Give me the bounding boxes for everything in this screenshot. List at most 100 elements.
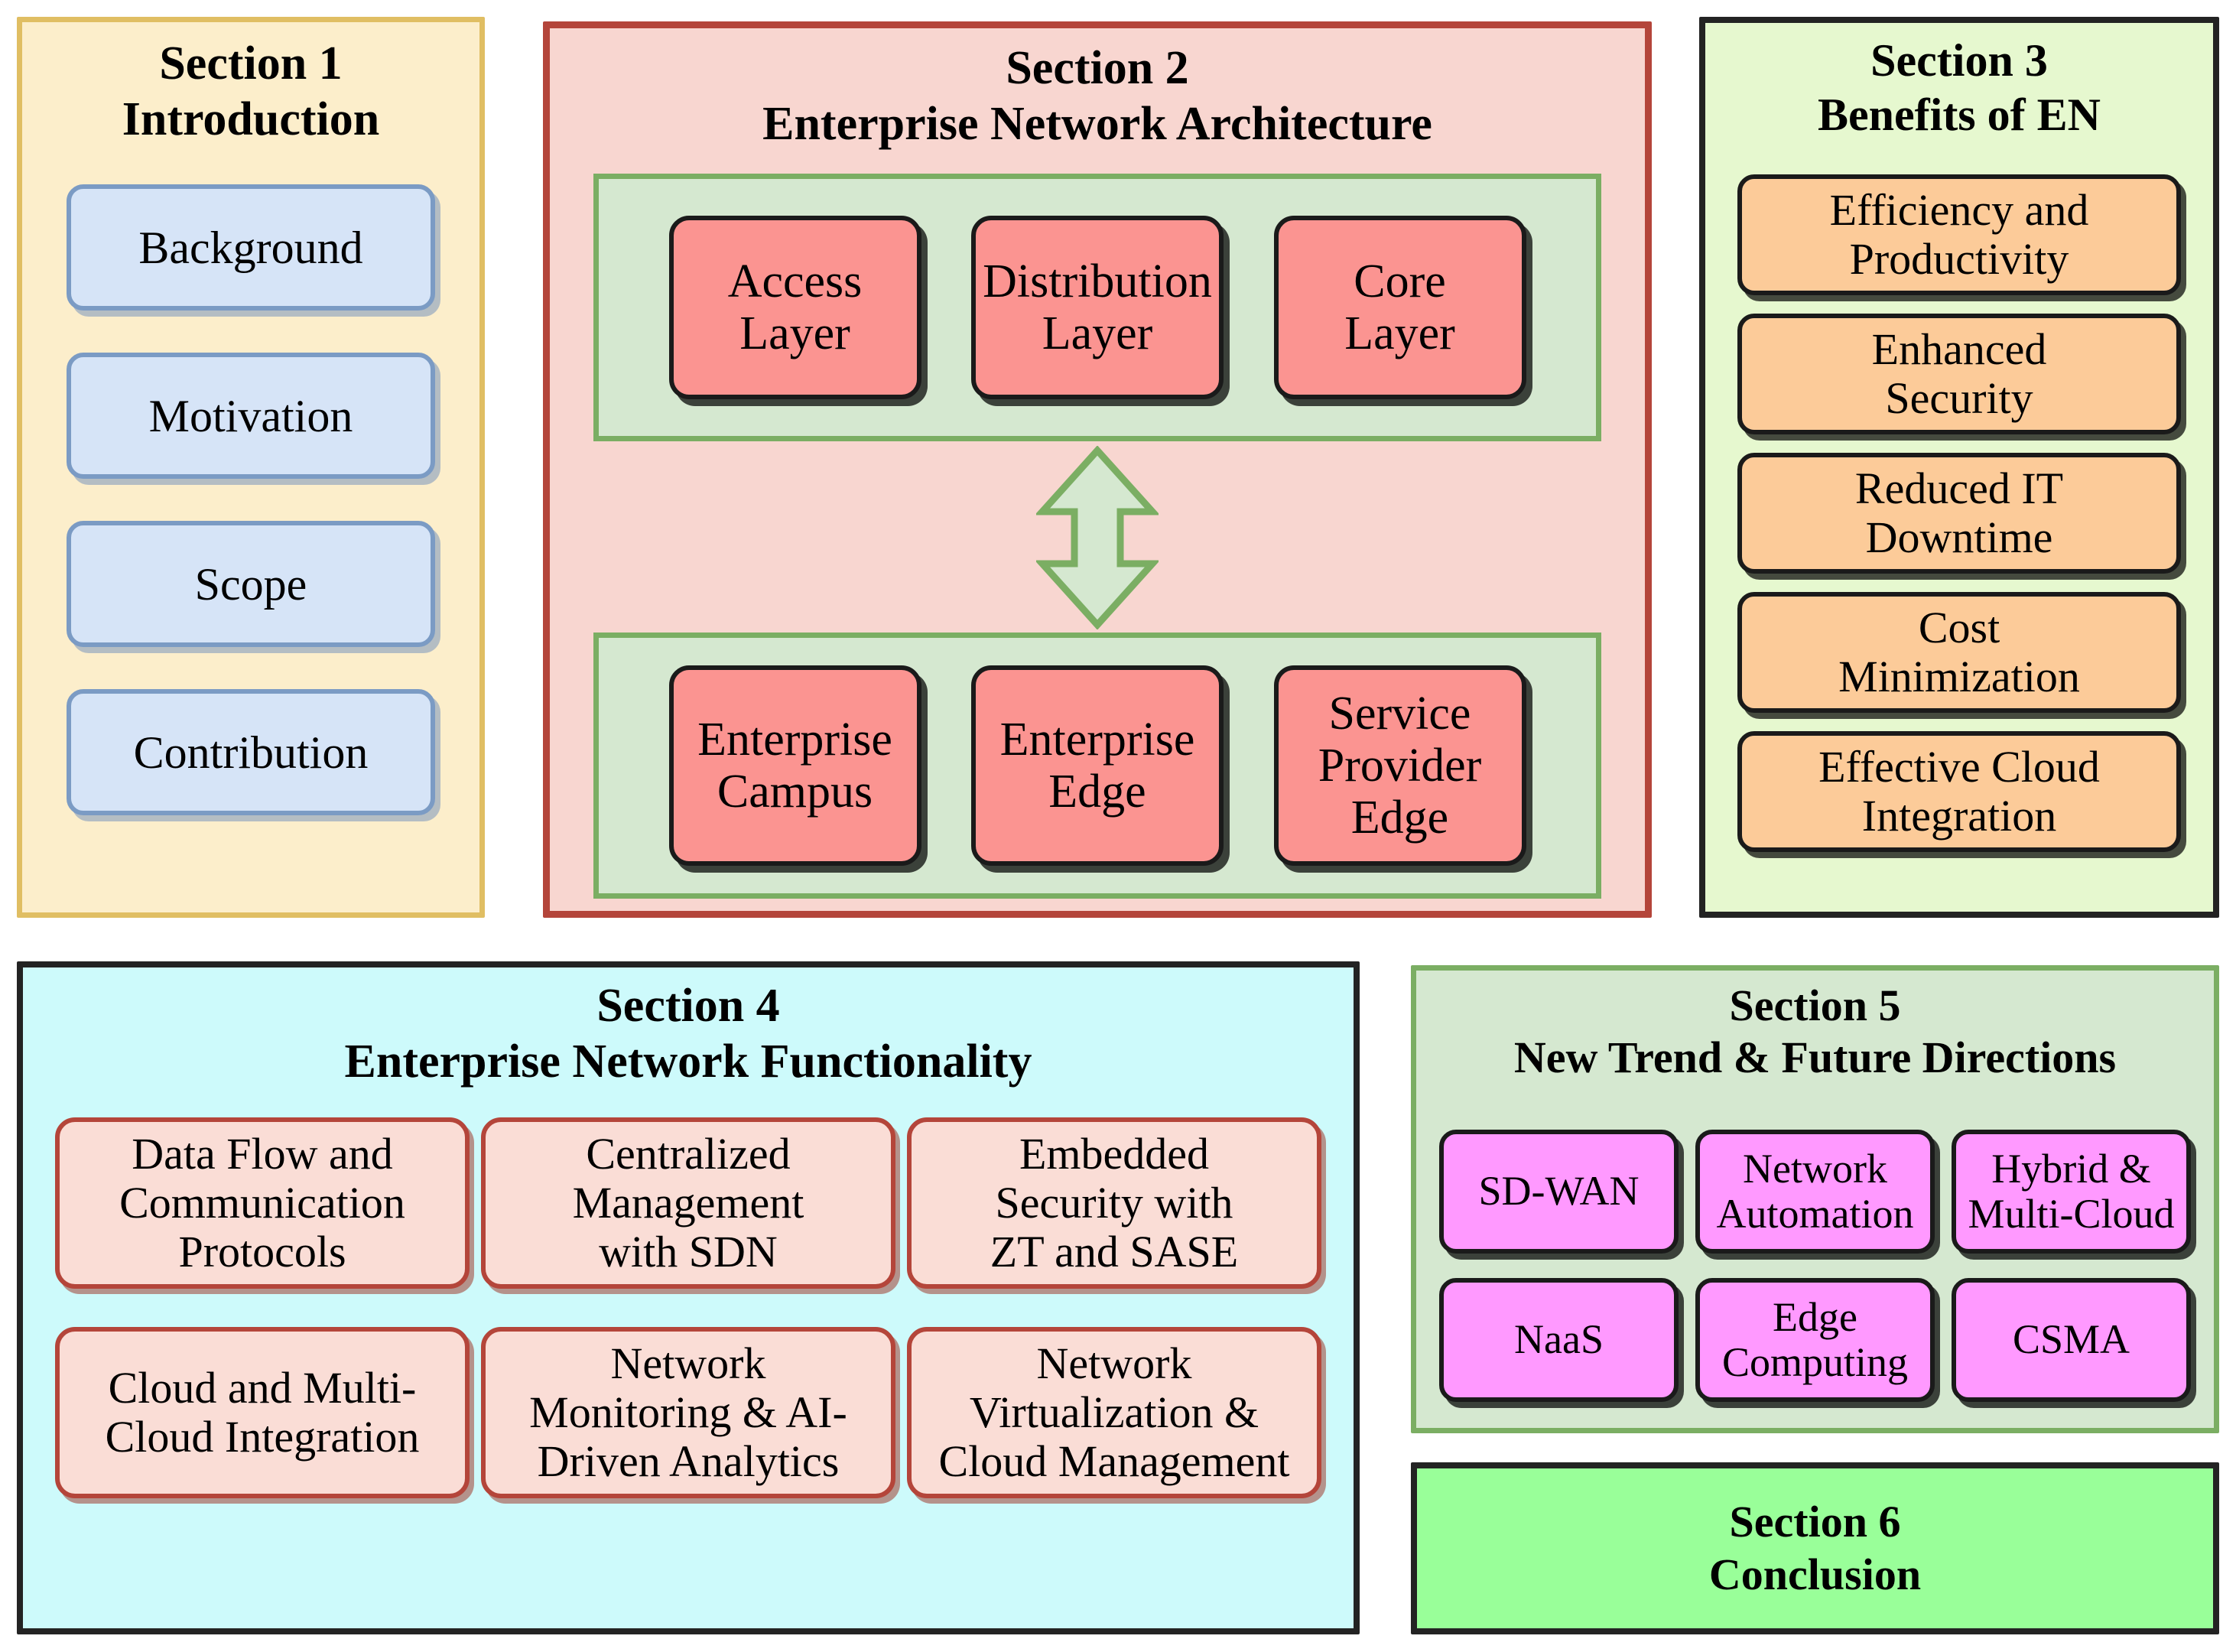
section-5-item-csma[interactable]: CSMA [1952,1278,2191,1402]
section-1-item-list: Background Motivation Scope Contribution [67,184,435,815]
chip-line-2: Provider [1318,739,1482,792]
chip-line-1: Embedded [1019,1129,1209,1179]
section-4-row-1: Data Flow and Communication Protocols Ce… [55,1117,1321,1289]
chip-line-1: Distribution [983,255,1212,307]
section-5-item-naas[interactable]: NaaS [1439,1278,1679,1402]
section-5-row-1: SD-WAN Network Automation Hybrid & Multi… [1439,1130,2191,1254]
section-2-layer-group: Access Layer Distribution Layer Core Lay… [593,174,1601,441]
section-5-subheading: New Trend & Future Directions [1513,1032,2117,1083]
chip-line-2: Downtime [1865,512,2053,562]
section-3-title: Section 3 Benefits of EN [1705,34,2213,142]
chip-line-3: Edge [1350,792,1449,844]
section-1-item-motivation[interactable]: Motivation [67,353,435,479]
chip-line-3: Driven Analytics [537,1436,840,1486]
section-4-item-centralized-management-sdn[interactable]: Centralized Management with SDN [481,1117,895,1289]
section-1-item-scope[interactable]: Scope [67,521,435,647]
section-2-chip-access-layer[interactable]: Access Layer [668,216,921,399]
section-1-title: Section 1 Introduction [22,36,479,148]
section-3-subheading: Benefits of EN [1818,89,2101,140]
section-4-row-2: Cloud and Multi- Cloud Integration Netwo… [55,1327,1321,1498]
chip-line-2: Communication [119,1178,405,1228]
chip-line-1: Cloud and Multi- [108,1363,417,1413]
chip-line-2: Minimization [1838,652,2080,701]
section-5-item-edge-computing[interactable]: Edge Computing [1695,1278,1935,1402]
section-2-subheading: Enterprise Network Architecture [762,98,1432,151]
chip-line-1: Data Flow and [132,1129,393,1179]
section-5-row-2: NaaS Edge Computing CSMA [1439,1278,2191,1402]
chip-line-3: with SDN [599,1226,778,1276]
section-3-item-reduced-it-downtime[interactable]: Reduced IT Downtime [1737,453,2181,574]
chip-line-2: Campus [717,766,873,818]
section-4-item-network-monitoring-ai-analytics[interactable]: Network Monitoring & AI- Driven Analytic… [481,1327,895,1498]
chip-line-2: Monitoring & AI- [529,1387,847,1438]
section-2-title: Section 2 Enterprise Network Architectur… [550,41,1645,152]
section-2-connector [550,445,1645,630]
section-1-subheading: Introduction [122,93,380,146]
chip-line-2: Security with [995,1178,1233,1228]
section-1-item-background[interactable]: Background [67,184,435,311]
section-3-item-effective-cloud-integration[interactable]: Effective Cloud Integration [1737,731,2181,852]
chip-line-1: Centralized [586,1129,791,1179]
chip-line-3: ZT and SASE [990,1226,1239,1276]
chip-line-2: Cloud Integration [105,1412,420,1462]
section-2-chip-distribution-layer[interactable]: Distribution Layer [971,216,1224,399]
section-2-domain-row: Enterprise Campus Enterprise Edge Servic… [599,638,1596,893]
chip-line-3: Protocols [178,1226,346,1276]
chip-line-2: Layer [1344,307,1455,359]
double-headed-vertical-arrow-icon [1036,446,1159,629]
chip-line-1: Enterprise [999,713,1195,766]
chip-line-1: Hybrid & [1991,1145,2151,1192]
section-4-item-network-virtualization-cloud-management[interactable]: Network Virtualization & Cloud Managemen… [907,1327,1321,1498]
section-6-heading: Section 6 [1729,1497,1901,1547]
section-4-item-embedded-security-zt-sase[interactable]: Embedded Security with ZT and SASE [907,1117,1321,1289]
chip-line-1: Core [1354,255,1446,307]
chip-line-2: Layer [1042,307,1153,359]
section-1-introduction-panel: Section 1 Introduction Background Motiva… [17,17,485,918]
section-3-item-efficiency-productivity[interactable]: Efficiency and Productivity [1737,174,2181,295]
section-5-item-grid: SD-WAN Network Automation Hybrid & Multi… [1439,1130,2191,1402]
chip-line-2: Integration [1861,791,2057,841]
chip-line-1: NaaS [1514,1316,1604,1363]
section-4-subheading: Enterprise Network Functionality [344,1036,1032,1088]
section-4-item-grid: Data Flow and Communication Protocols Ce… [55,1117,1321,1498]
section-5-trends-panel: Section 5 New Trend & Future Directions … [1411,965,2219,1433]
chip-line-1: Efficiency and [1829,185,2089,236]
section-4-item-cloud-multicloud-integration[interactable]: Cloud and Multi- Cloud Integration [55,1327,470,1498]
section-3-item-list: Efficiency and Productivity Enhanced Sec… [1737,174,2181,852]
chip-line-1: SD-WAN [1478,1168,1640,1215]
section-4-heading: Section 4 [596,980,780,1032]
chip-line-1: Access [727,255,863,307]
section-4-item-data-flow-protocols[interactable]: Data Flow and Communication Protocols [55,1117,470,1289]
section-5-item-hybrid-multi-cloud[interactable]: Hybrid & Multi-Cloud [1952,1130,2191,1254]
chip-line-2: Automation [1716,1191,1914,1237]
section-2-chip-service-provider-edge[interactable]: Service Provider Edge [1273,665,1526,866]
section-3-benefits-panel: Section 3 Benefits of EN Efficiency and … [1699,17,2219,918]
chip-line-1: Network [1036,1338,1192,1389]
chip-line-2: Management [572,1178,804,1228]
section-3-item-cost-minimization[interactable]: Cost Minimization [1737,592,2181,713]
chip-line-2: Multi-Cloud [1968,1191,2175,1237]
chip-line-1: Service [1328,687,1471,740]
chip-line-1: CSMA [2012,1316,2130,1363]
chip-line-2: Productivity [1849,234,2069,284]
chip-line-1: Network [1743,1145,1887,1192]
section-5-item-sd-wan[interactable]: SD-WAN [1439,1130,1679,1254]
section-1-heading: Section 1 [159,37,343,89]
section-1-item-contribution[interactable]: Contribution [67,689,435,815]
section-3-heading: Section 3 [1870,35,2048,86]
chip-line-3: Cloud Management [938,1436,1290,1486]
chip-line-1: Network [610,1338,766,1389]
chip-line-1: Reduced IT [1854,463,2064,514]
chip-line-1: Enhanced [1871,324,2047,375]
section-2-chip-core-layer[interactable]: Core Layer [1273,216,1526,399]
chip-line-2: Virtualization & [969,1387,1259,1438]
section-2-chip-enterprise-edge[interactable]: Enterprise Edge [971,665,1224,866]
chip-line-1: Edge [1773,1293,1857,1340]
chip-line-1: Cost [1918,603,2000,653]
section-2-chip-enterprise-campus[interactable]: Enterprise Campus [668,665,921,866]
section-3-item-enhanced-security[interactable]: Enhanced Security [1737,314,2181,434]
section-6-conclusion-panel: Section 6 Conclusion [1411,1462,2219,1634]
section-6-title: Section 6 Conclusion [1709,1496,1921,1601]
section-5-item-network-automation[interactable]: Network Automation [1695,1130,1935,1254]
chip-line-2: Layer [739,307,850,359]
